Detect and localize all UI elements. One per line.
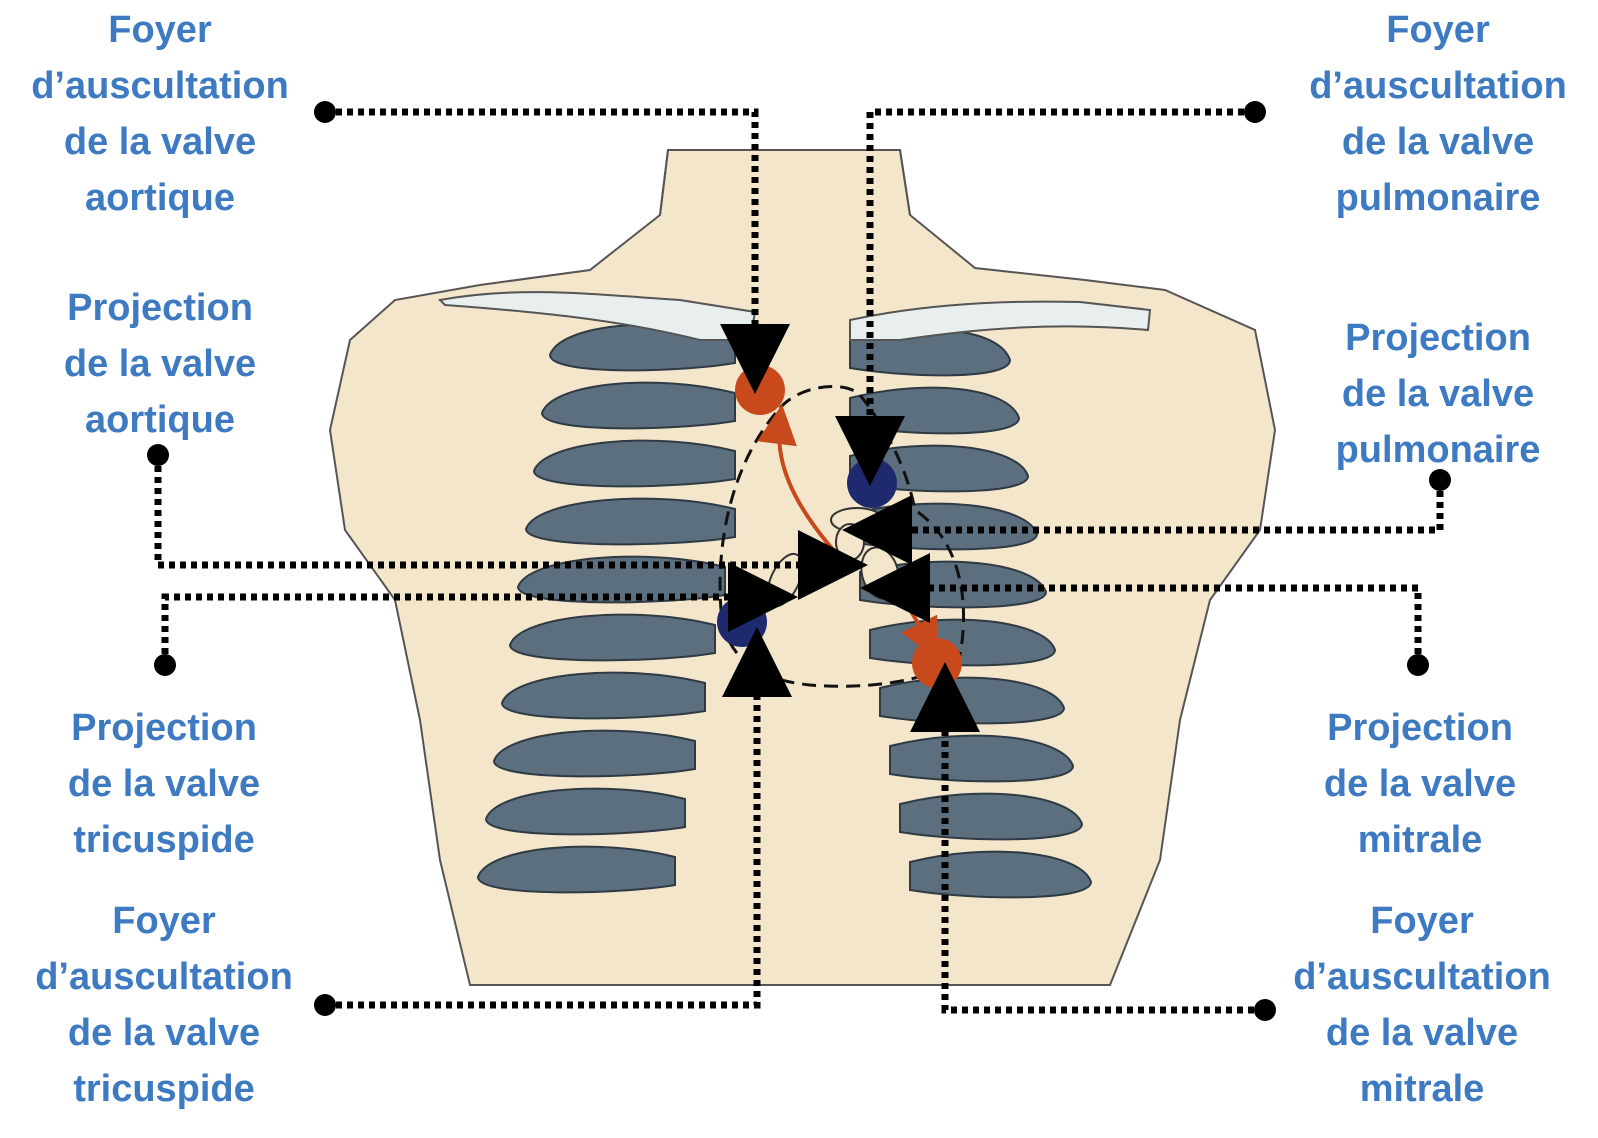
- label-aortic-foyer: Foyer d’auscultation de la valve aortiqu…: [0, 2, 320, 226]
- tricuspid-focus-dot: [717, 597, 767, 647]
- label-line: Foyer: [0, 2, 320, 58]
- aortic-valve-projection: [836, 524, 864, 560]
- label-mitral-projection: Projection de la valve mitrale: [1260, 700, 1580, 868]
- label-line: tricuspide: [4, 1061, 324, 1117]
- label-tricuspid-projection: Projection de la valve tricuspide: [4, 700, 324, 868]
- label-pulmonary-projection: Projection de la valve pulmonaire: [1278, 310, 1598, 478]
- label-line: de la valve: [1278, 366, 1598, 422]
- label-line: mitrale: [1262, 1061, 1582, 1117]
- label-line: Projection: [1260, 700, 1580, 756]
- label-line: de la valve: [1278, 114, 1598, 170]
- label-line: de la valve: [4, 1005, 324, 1061]
- label-line: pulmonaire: [1278, 422, 1598, 478]
- label-line: de la valve: [1260, 756, 1580, 812]
- label-line: aortique: [0, 170, 320, 226]
- label-line: d’auscultation: [1262, 949, 1582, 1005]
- label-line: aortique: [0, 392, 320, 448]
- label-line: de la valve: [4, 756, 324, 812]
- label-line: Foyer: [4, 893, 324, 949]
- leader-end-tricuspid-projection: [154, 654, 176, 676]
- label-line: de la valve: [0, 114, 320, 170]
- leader-end-pulmonary-foyer: [1244, 101, 1266, 123]
- label-line: d’auscultation: [0, 58, 320, 114]
- label-line: Projection: [1278, 310, 1598, 366]
- label-line: Foyer: [1262, 893, 1582, 949]
- label-line: d’auscultation: [1278, 58, 1598, 114]
- aortic-focus-dot: [735, 365, 785, 415]
- label-line: Projection: [0, 280, 320, 336]
- label-mitral-foyer: Foyer d’auscultation de la valve mitrale: [1262, 893, 1582, 1117]
- label-tricuspid-foyer: Foyer d’auscultation de la valve tricusp…: [4, 893, 324, 1117]
- label-line: de la valve: [0, 336, 320, 392]
- label-pulmonary-foyer: Foyer d’auscultation de la valve pulmona…: [1278, 2, 1598, 226]
- label-line: Projection: [4, 700, 324, 756]
- label-aortic-projection: Projection de la valve aortique: [0, 280, 320, 448]
- mitral-focus-dot: [912, 638, 962, 688]
- label-line: tricuspide: [4, 812, 324, 868]
- leader-end-mitral-projection: [1407, 654, 1429, 676]
- label-line: mitrale: [1260, 812, 1580, 868]
- pulmonary-focus-dot: [847, 458, 897, 508]
- label-line: d’auscultation: [4, 949, 324, 1005]
- label-line: de la valve: [1262, 1005, 1582, 1061]
- label-line: pulmonaire: [1278, 170, 1598, 226]
- label-line: Foyer: [1278, 2, 1598, 58]
